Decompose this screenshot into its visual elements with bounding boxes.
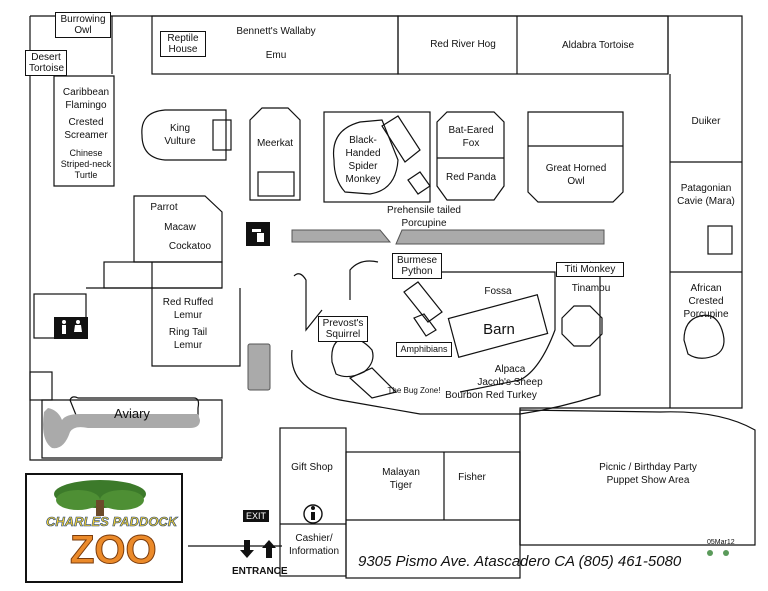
label-parrot: Parrot — [150, 202, 178, 213]
label-aldabra-tortoise: Aldabra Tortoise — [561, 40, 635, 51]
label-malayan-tiger: Malayan Tiger — [382, 467, 420, 491]
label-duiker: Duiker — [691, 116, 721, 127]
label-tinamou: Tinamou — [571, 283, 611, 294]
label-crested-screamer: Crested Screamer — [64, 117, 108, 141]
label-red-panda: Red Panda — [445, 172, 497, 183]
label-bat-eared-fox: Bat-Eared Fox — [448, 125, 494, 149]
label-bourbon-turkey: Bourbon Red Turkey — [445, 390, 537, 401]
label-burmese-python: Burmese Python — [392, 253, 442, 279]
label-picnic: Picnic / Birthday Party — [599, 462, 697, 473]
label-gift-shop: Gift Shop — [291, 462, 333, 473]
label-bennetts-wallaby: Bennett's Wallaby — [236, 26, 316, 37]
exit-label: EXIT — [243, 510, 270, 522]
label-african-porcupine: African Crested Porcupine — [683, 283, 729, 320]
label-cashier: Cashier/ Information — [288, 533, 340, 557]
label-jacobs-sheep: Jacob's Sheep — [477, 377, 543, 388]
label-king-vulture: King Vulture — [164, 123, 196, 147]
label-fossa: Fossa — [484, 286, 512, 297]
zoo-logo-tree — [54, 480, 146, 516]
label-alpaca: Alpaca — [494, 364, 526, 375]
entrance-label: ENTRANCE — [232, 566, 288, 577]
label-great-horned-owl: Great Horned Owl — [545, 163, 607, 187]
label-barn: Barn — [483, 321, 515, 338]
label-prehensile-porcupine: Prehensile tailed Porcupine — [387, 205, 461, 229]
label-desert-tortoise: Desert Tortoise — [25, 50, 67, 76]
label-titi-monkey: Titi Monkey — [556, 262, 624, 277]
label-macaw: Macaw — [164, 222, 196, 233]
label-reptile-house: Reptile House — [160, 31, 206, 57]
restroom-icon — [54, 317, 88, 339]
label-prevosts-squirrel: Prevost's Squirrel — [318, 316, 368, 342]
address-text: 9305 Pismo Ave. Atascadero CA (805) 461-… — [358, 553, 682, 570]
label-patagonian-cavie: Patagonian Cavie (Mara) — [677, 183, 735, 207]
label-spider-monkey: Black-Handed Spider Monkey — [345, 135, 381, 185]
logo-name: CHARLES PADDOCK — [46, 514, 178, 530]
label-burrowing-owl: Burrowing Owl — [55, 12, 111, 38]
information-icon — [303, 504, 323, 524]
label-fisher: Fisher — [458, 472, 486, 483]
logo-zoo: ZOO — [70, 528, 158, 573]
label-bug-zone: The Bug Zone! — [387, 386, 441, 395]
drinking-fountain-icon — [246, 222, 270, 246]
version-text: 05Mar12 — [707, 539, 735, 546]
label-aviary: Aviary — [114, 406, 150, 421]
label-red-ruffed-lemur: Red Ruffed Lemur — [162, 297, 214, 321]
label-ring-tail-lemur: Ring Tail Lemur — [168, 327, 208, 351]
label-chinese-turtle: Chinese Striped-neck Turtle — [60, 148, 112, 180]
label-cockatoo: Cockatoo — [168, 241, 212, 252]
label-amphibians: Amphibians — [396, 342, 452, 357]
label-caribbean-flamingo: Caribbean Flamingo — [62, 87, 110, 111]
label-puppet-show: Puppet Show Area — [606, 475, 690, 486]
label-meerkat: Meerkat — [256, 138, 294, 149]
entrance-arrows — [240, 540, 276, 558]
label-emu: Emu — [265, 50, 287, 61]
label-red-river-hog: Red River Hog — [430, 39, 496, 50]
